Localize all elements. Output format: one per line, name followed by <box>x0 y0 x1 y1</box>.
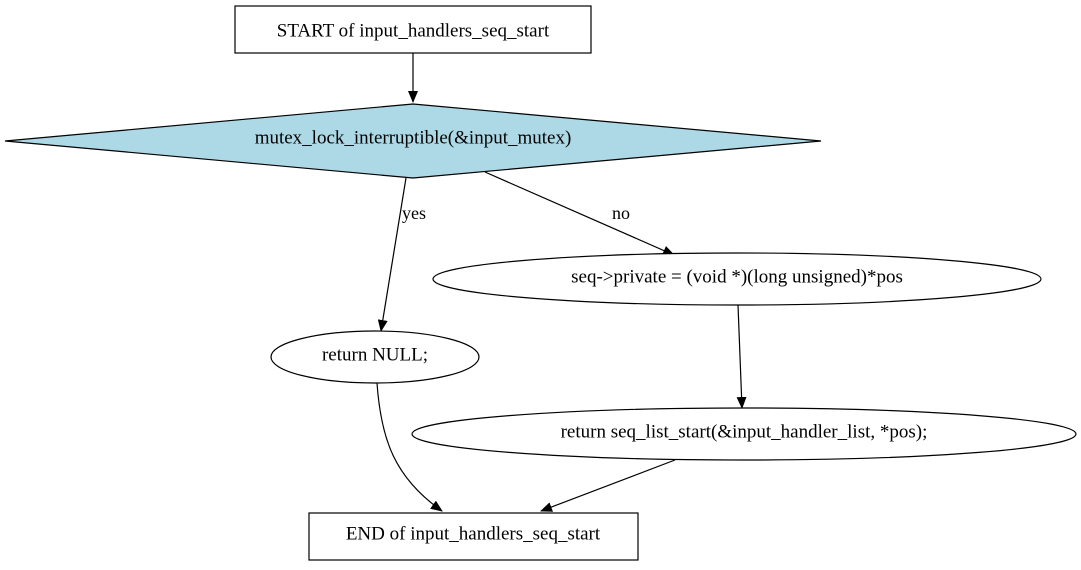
assign-private-label: seq->private = (void *)(long unsigned)*p… <box>571 266 903 287</box>
return-null-label: return NULL; <box>322 344 428 365</box>
edge-condition-no <box>484 171 675 256</box>
end-node-label: END of input_handlers_seq_start <box>346 523 601 544</box>
return-null-node: return NULL; <box>270 330 480 384</box>
edge-condition-yes <box>377 177 407 332</box>
condition-label: mutex_lock_interruptible(&input_mutex) <box>255 127 572 148</box>
start-node-label: START of input_handlers_seq_start <box>277 20 550 41</box>
return-list-label: return seq_list_start(&input_handler_lis… <box>561 421 928 442</box>
return-list-node: return seq_list_start(&input_handler_lis… <box>411 407 1077 461</box>
edges <box>376 53 747 512</box>
edge-label-yes: yes <box>402 203 426 223</box>
edge-return-null-to-end <box>376 382 443 512</box>
condition-diamond-shape <box>4 103 822 179</box>
end-node: END of input_handlers_seq_start <box>308 512 639 561</box>
edge-return-list-to-end <box>540 459 676 512</box>
condition-diamond: mutex_lock_interruptible(&input_mutex) <box>4 103 822 179</box>
edge-assign-to-return-list <box>736 304 747 409</box>
start-node: START of input_handlers_seq_start <box>234 5 592 54</box>
assign-private-node: seq->private = (void *)(long unsigned)*p… <box>432 252 1042 306</box>
edge-label-no: no <box>612 203 630 223</box>
